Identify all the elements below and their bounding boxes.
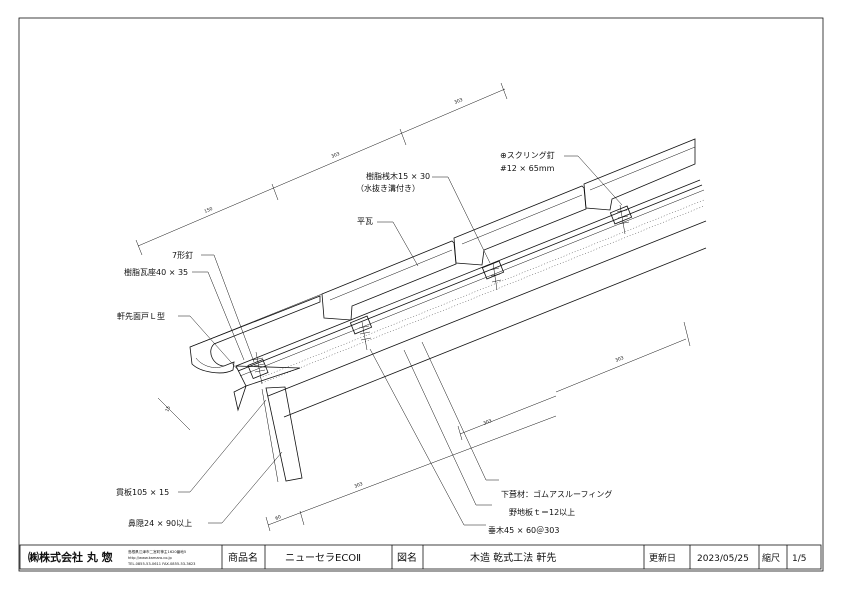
roof-layers bbox=[233, 179, 707, 483]
eave-l-closure bbox=[233, 385, 247, 412]
company-address: 島根県江津市二宮町神主1620番地5 bbox=[128, 549, 186, 554]
company-url: http://www.kamaro.co.jp bbox=[128, 556, 172, 560]
dim-right-a: 303 bbox=[615, 355, 625, 364]
rafter-bottom bbox=[283, 247, 707, 418]
flat-tile-1 bbox=[321, 240, 457, 321]
label-screw-nail: ⊕スクリング釘 bbox=[500, 150, 555, 160]
label-sheathing: 野地板ｔ＝12以上 bbox=[509, 507, 575, 517]
company-name: ㈱株式会社 丸 惣 bbox=[28, 550, 113, 564]
rafter-top bbox=[267, 220, 707, 397]
eave-tile bbox=[189, 295, 321, 374]
company-tel: TEL.0855-53-0611 FAX.0855-53-3623 bbox=[127, 562, 195, 566]
label-eave-l-type: 軒先面戸Ｌ型 bbox=[117, 311, 165, 321]
dim-bot-b: 60 bbox=[275, 514, 283, 522]
dim-top-b: 303 bbox=[330, 151, 340, 160]
page-number: 1/5 bbox=[792, 554, 806, 564]
label-resin-batten: 樹脂桟木15 × 30 bbox=[366, 171, 430, 181]
dim-top-c: 303 bbox=[453, 97, 463, 106]
dim-top-a: 150 bbox=[203, 206, 213, 215]
label-resin-tile-base: 樹脂瓦座40 × 35 bbox=[124, 267, 188, 277]
callouts: ⊕スクリング釘 #12 × 65mm 樹脂桟木15 × 30 （水抜き溝付き） … bbox=[116, 150, 612, 535]
update-date: 2023/05/25 bbox=[697, 554, 749, 564]
battens-and-nails bbox=[247, 204, 633, 385]
flat-tile-3 bbox=[583, 138, 696, 211]
label-screw-size: #12 × 65mm bbox=[500, 164, 555, 173]
scale-label: 縮尺 bbox=[762, 552, 780, 564]
tile-base bbox=[235, 365, 301, 387]
sheet-frame bbox=[18, 17, 824, 572]
dim-left-a: 15 bbox=[164, 405, 172, 413]
top-dimension-chain: 150 303 303 bbox=[135, 82, 508, 256]
label-fascia-board: 鼻隠24 × 90以上 bbox=[128, 518, 192, 528]
lower-dimensions: 303 303 303 60 15 bbox=[157, 321, 691, 532]
label-flat-tile: 平瓦 bbox=[357, 217, 373, 226]
product-name: ニューセラECOⅡ bbox=[285, 552, 361, 564]
roof-tiles bbox=[189, 138, 696, 374]
dim-bot-a: 303 bbox=[354, 481, 364, 490]
leader-lines bbox=[178, 155, 623, 526]
update-label: 更新日 bbox=[649, 552, 676, 564]
fascia-board bbox=[265, 386, 303, 482]
label-resin-batten-note: （水抜き溝付き） bbox=[356, 183, 420, 193]
dim-mid-a: 303 bbox=[483, 418, 493, 427]
label-underlay: 下葺材：ゴムアスルーフィング bbox=[501, 489, 612, 499]
product-name-label: 商品名 bbox=[228, 551, 258, 564]
flat-tile-2 bbox=[453, 185, 587, 266]
label-through-board: 貫板105 × 15 bbox=[116, 487, 169, 497]
title-block: ㈱株式会社 丸 惣 島根県江津市二宮町神主1620番地5 http://www.… bbox=[19, 544, 822, 570]
label-seven-nail: 7形釘 bbox=[172, 250, 193, 260]
label-rafter: 垂木45 × 60＠303 bbox=[488, 525, 559, 535]
drawing-name-label: 図名 bbox=[397, 551, 417, 564]
drawing-name: 木造 乾式工法 軒先 bbox=[470, 551, 556, 564]
